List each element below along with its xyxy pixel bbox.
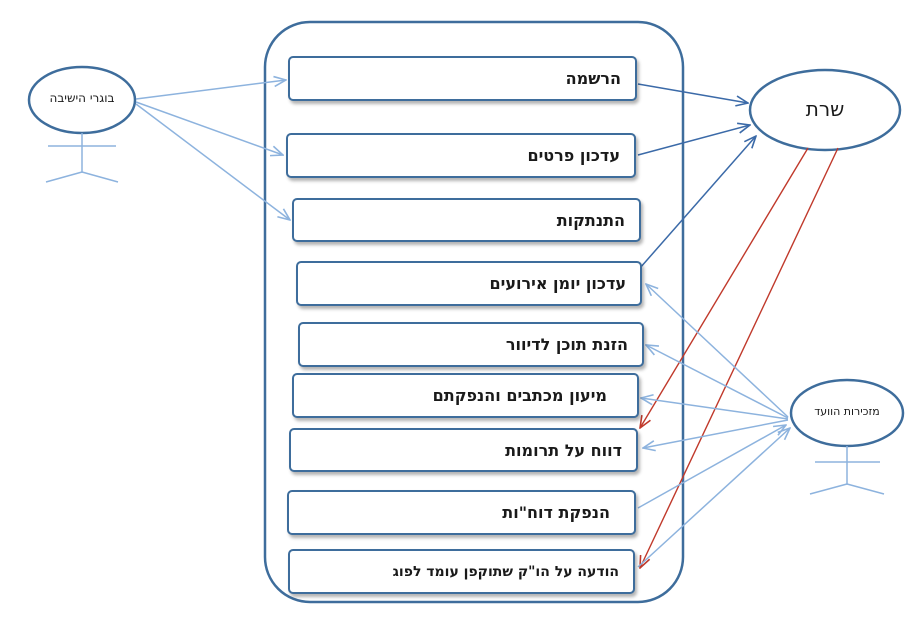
reports-to-secretariat-arrow — [637, 425, 786, 509]
use-case-letters: מיעון מכתבים והנפקתם — [292, 373, 639, 418]
use-case-donations-label: דווח על תרומות — [505, 440, 622, 460]
secretariat-to-mailing-content-arrow — [646, 345, 789, 419]
use-case-mailing-content-label: הזנת תוכן לדיוור — [505, 335, 628, 354]
use-case-events-calendar-label: עדכון יומן אירועים — [489, 274, 626, 293]
graduates-actor-right-leg — [81, 171, 119, 183]
graduates-actor-label: בוגרי הישיבה — [49, 91, 115, 105]
server-to-standing-orders-arrow — [640, 147, 839, 568]
use-case-logout: התנתקות — [292, 198, 641, 242]
secretariat-to-donations-arrow — [643, 419, 789, 448]
use-case-reports-label: הנפקת דוח"ות — [502, 503, 610, 522]
graduates-actor — [27, 65, 137, 183]
secretariat-actor-label: מזכירות הוועד — [814, 405, 880, 418]
secretariat-to-events-calendar-arrow — [646, 284, 789, 418]
secretariat-actor-left-leg — [809, 483, 848, 495]
events-calendar-to-server-arrow — [639, 136, 756, 269]
use-case-update-details: עדכון פרטים — [286, 133, 636, 178]
graduates-to-register-arrow — [135, 80, 286, 100]
graduates-to-logout-arrow — [135, 103, 290, 220]
server-to-donations-arrow — [640, 147, 809, 428]
update-details-to-server-arrow — [637, 125, 750, 156]
secretariat-to-letters-arrow — [641, 398, 789, 420]
use-case-register-label: הרשמה — [565, 69, 621, 88]
server-label: שרת — [805, 97, 845, 121]
secretariat-actor-right-leg — [846, 483, 885, 495]
use-case-reports: הנפקת דוח"ות — [287, 490, 636, 535]
use-case-events-calendar: עדכון יומן אירועים — [296, 261, 642, 306]
secretariat-actor — [789, 378, 905, 495]
system-boundary — [263, 20, 685, 604]
graduates-actor-left-leg — [45, 171, 83, 183]
register-to-server-arrow — [637, 83, 748, 103]
server-node — [748, 68, 902, 152]
use-case-standing-orders-label: הודעה על הו"ק שתוקפן עומד לפוג — [392, 563, 619, 580]
use-case-donations: דווח על תרומות — [289, 428, 638, 472]
graduates-to-update-details-arrow — [135, 101, 283, 155]
use-case-update-details-label: עדכון פרטים — [527, 146, 620, 165]
use-case-standing-orders: הודעה על הו"ק שתוקפן עומד לפוג — [288, 549, 635, 594]
use-case-register: הרשמה — [288, 56, 637, 101]
use-case-mailing-content: הזנת תוכן לדיוור — [298, 322, 644, 367]
use-case-logout-label: התנתקות — [556, 210, 625, 230]
standing-orders-to-secretariat-arrow — [637, 428, 790, 568]
use-case-letters-label: מיעון מכתבים והנפקתם — [432, 386, 607, 405]
